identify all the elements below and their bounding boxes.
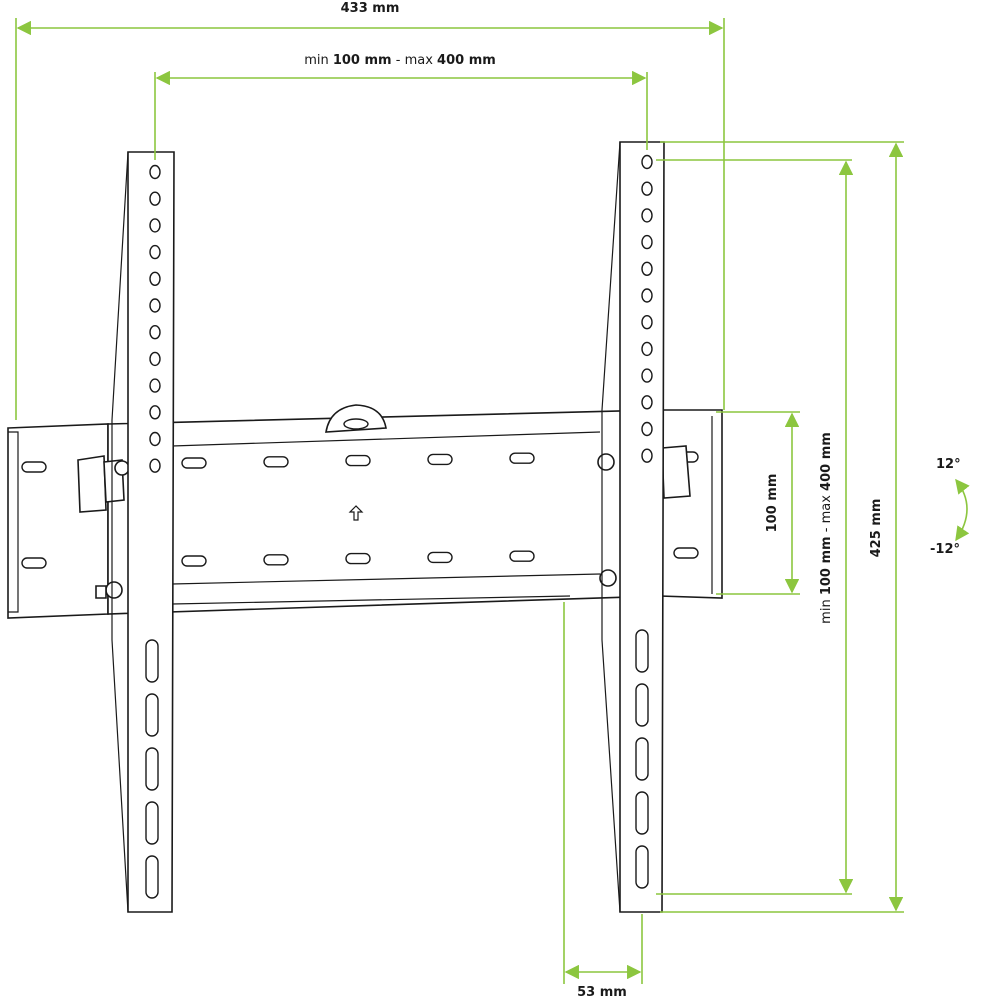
vspan-min-value: 100 mm — [819, 536, 834, 595]
mount-slot — [635, 791, 649, 835]
mount-hole — [149, 351, 161, 367]
rail-slot — [181, 457, 207, 469]
svg-text:min 100 mm - max: min 100 mm - max 400 mm — [304, 53, 496, 68]
mount-slot — [145, 855, 159, 899]
mount-hole — [149, 325, 161, 340]
mount-hole — [641, 341, 653, 357]
mount-slot — [145, 693, 159, 737]
mount-hole — [641, 261, 653, 276]
rail-slot — [263, 456, 289, 468]
dim-rail-height: 100 mm — [716, 411, 800, 595]
tv-arm-right — [601, 141, 665, 913]
rail-slot — [427, 551, 453, 564]
rail-slot — [345, 454, 371, 467]
dim-overall-width-label: 433 mm — [341, 1, 400, 16]
wall-plate — [7, 404, 723, 619]
mount-slot — [635, 629, 649, 673]
mount-hole — [149, 164, 161, 180]
mount-hole — [641, 288, 653, 303]
lower-bolt-right — [599, 569, 617, 587]
mount-slot — [635, 737, 649, 781]
mount-hole — [641, 395, 653, 410]
lower-bolt-left — [95, 581, 123, 599]
mount-hole — [641, 315, 653, 330]
tilt-indicator: 12° -12° — [930, 457, 970, 557]
hspan-min-prefix: min — [304, 53, 329, 68]
hspan-separator: - max — [396, 53, 433, 68]
rail-slot — [509, 452, 535, 464]
mount-hole — [149, 244, 161, 260]
dim-wall-depth: 53 mm — [563, 602, 643, 1000]
svg-text:min 100 mm - max: min 100 mm - max 400 mm — [819, 432, 834, 624]
dim-overall-width: 433 mm — [15, 1, 725, 420]
mount-hole — [641, 234, 653, 250]
mount-slot — [145, 639, 159, 683]
mount-hole — [641, 208, 653, 223]
mount-hole — [641, 448, 653, 463]
mount-hole — [149, 271, 161, 286]
dim-hole-span-vertical: min 100 mm - max 400 mm — [656, 159, 854, 895]
mount-hole — [641, 368, 653, 383]
mount-hole — [149, 191, 161, 206]
hspan-max-value: 400 mm — [437, 53, 496, 68]
rail-slot — [427, 453, 453, 466]
dim-rail-height-label: 100 mm — [765, 474, 780, 533]
mount-slot — [635, 683, 649, 727]
mount-hole — [149, 218, 161, 233]
rail-slot — [345, 552, 371, 565]
mount-hole — [149, 378, 161, 393]
vspan-max-value: 400 mm — [819, 432, 834, 491]
rail-slot — [509, 550, 535, 562]
up-arrow-icon — [348, 505, 364, 521]
mount-hole — [641, 181, 653, 196]
hspan-min-value: 100 mm — [333, 53, 392, 68]
vspan-separator: - max — [819, 495, 834, 532]
mount-slot — [635, 845, 649, 889]
tv-arm-left — [111, 151, 175, 913]
mount-hole — [641, 154, 653, 170]
dim-wall-depth-label: 53 mm — [577, 985, 627, 1000]
rail-slot — [181, 555, 207, 567]
vspan-min-prefix: min — [819, 599, 834, 624]
tilt-down-label: -12° — [930, 542, 960, 557]
mount-slot — [145, 747, 159, 791]
dim-hole-span-horizontal: min 100 mm - max 400 mm — [154, 53, 648, 160]
mount-hole — [149, 431, 161, 447]
dim-overall-height-label: 425 mm — [869, 499, 884, 558]
tilt-up-label: 12° — [936, 457, 961, 472]
mount-slot — [145, 801, 159, 845]
mount-hole — [641, 421, 653, 437]
mount-hole — [149, 405, 161, 420]
dim-overall-height: 425 mm — [660, 141, 904, 913]
mount-hole — [149, 458, 161, 473]
mount-hole — [149, 298, 161, 313]
tilt-knob-left[interactable] — [77, 455, 130, 513]
rail-slot — [263, 554, 289, 566]
